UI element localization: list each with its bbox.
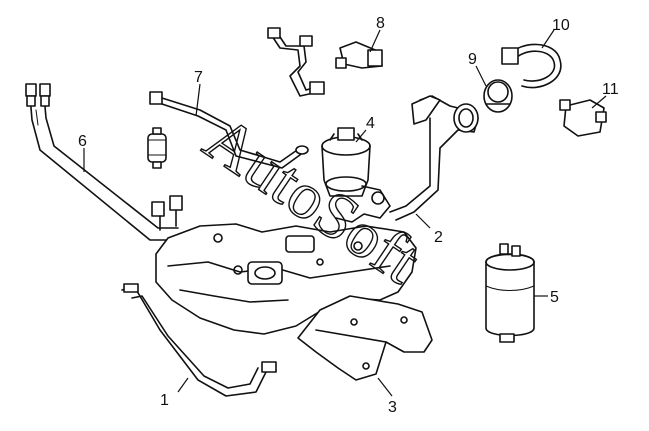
part-10-clamp-band <box>501 43 562 89</box>
part-2-filler-neck <box>389 95 479 221</box>
callout-11: 11 <box>602 81 619 98</box>
part-4-fuel-pump <box>321 127 391 223</box>
fuel-tank <box>155 223 417 335</box>
part-11-sensor <box>559 99 607 137</box>
callout-8: 8 <box>376 15 385 32</box>
part-6-fuel-lines <box>25 83 183 241</box>
callout-10: 10 <box>552 17 570 34</box>
callout-7: 7 <box>194 69 203 86</box>
callout-1: 1 <box>160 392 169 409</box>
part-8-wiring-harness <box>267 27 383 97</box>
callout-5: 5 <box>550 289 559 306</box>
part-7-vent-line-and-filter <box>147 91 309 169</box>
callout-3: 3 <box>388 399 397 416</box>
part-3-heat-shield <box>297 295 433 381</box>
callout-4: 4 <box>366 115 375 132</box>
leader-lines <box>83 29 607 397</box>
part-1-tank-strap <box>121 283 277 397</box>
part-5-canister <box>485 243 535 343</box>
callout-6: 6 <box>78 133 87 150</box>
callout-2: 2 <box>434 229 443 246</box>
callout-9: 9 <box>468 51 477 68</box>
part-9-sealing-ring <box>483 79 513 113</box>
